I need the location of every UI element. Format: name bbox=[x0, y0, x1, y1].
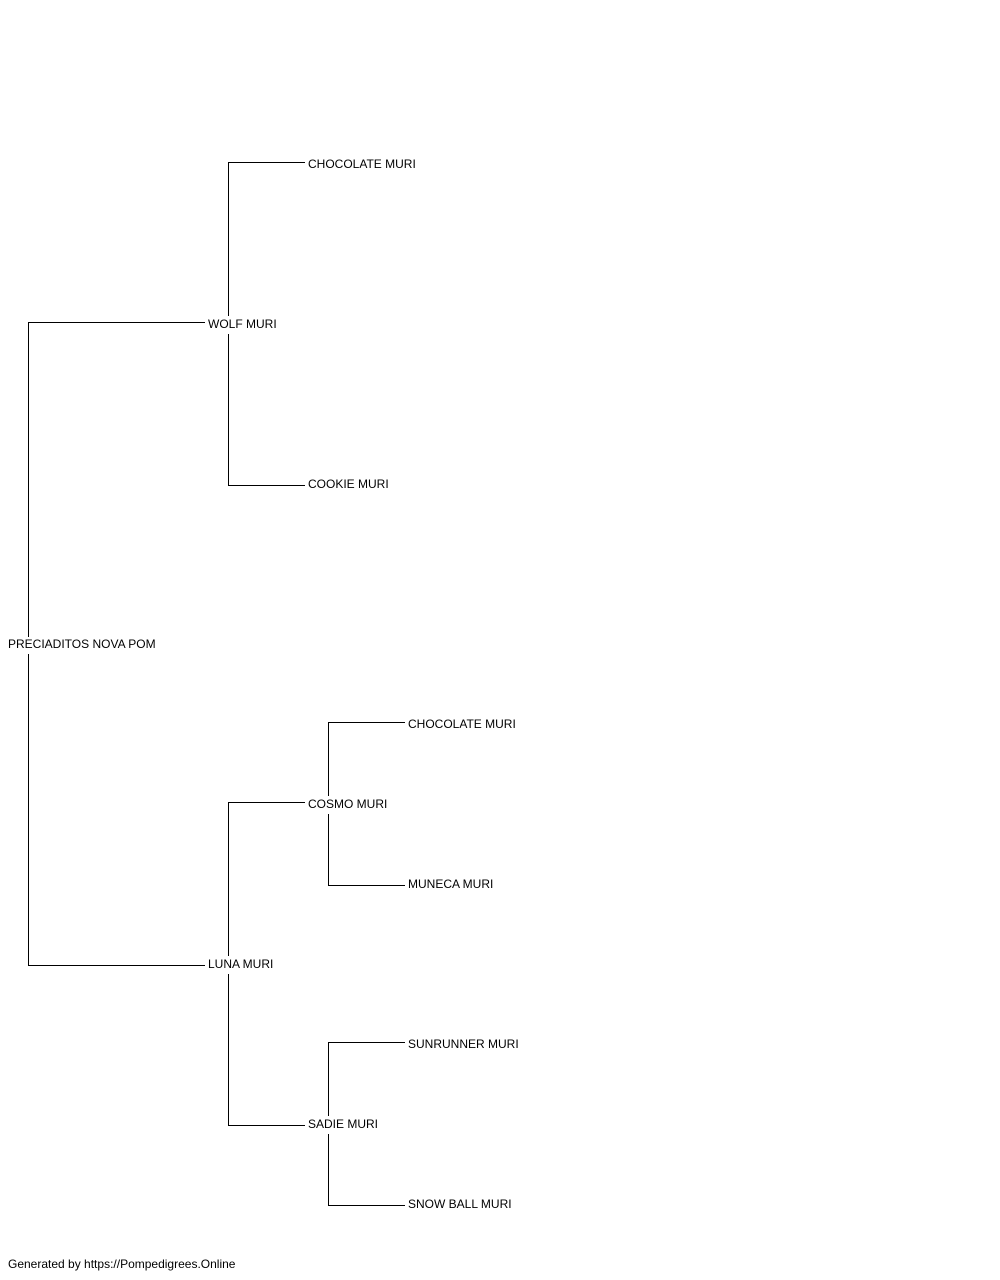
connector-damsire-sire bbox=[328, 722, 405, 796]
connector-damdam-dam bbox=[328, 1134, 405, 1206]
dam-sire-sire-name: CHOCOLATE MURI bbox=[408, 717, 518, 731]
subject-name: PRECIADITOS NOVA POM bbox=[8, 637, 158, 651]
generated-by-footer: Generated by https://Pompedigrees.Online bbox=[8, 1257, 236, 1271]
dam-sire-dam-name: MUNECA MURI bbox=[408, 877, 496, 891]
connector-root-sire bbox=[28, 322, 205, 637]
connector-damdam-sire bbox=[328, 1042, 405, 1116]
connector-root-dam bbox=[28, 654, 205, 966]
dam-name: LUNA MURI bbox=[208, 957, 276, 971]
sire-dam-name: COOKIE MURI bbox=[308, 477, 391, 491]
dam-dam-name: SADIE MURI bbox=[308, 1117, 381, 1131]
connector-sire-dam bbox=[228, 334, 305, 486]
connector-damsire-dam bbox=[328, 814, 405, 886]
dam-dam-sire-name: SUNRUNNER MURI bbox=[408, 1037, 521, 1051]
dam-dam-dam-name: SNOW BALL MURI bbox=[408, 1197, 514, 1211]
connector-dam-dam bbox=[228, 974, 305, 1126]
sire-name: WOLF MURI bbox=[208, 317, 279, 331]
dam-sire-name: COSMO MURI bbox=[308, 797, 390, 811]
sire-sire-name: CHOCOLATE MURI bbox=[308, 157, 418, 171]
connector-sire-sire bbox=[228, 162, 305, 316]
connector-dam-sire bbox=[228, 802, 305, 956]
